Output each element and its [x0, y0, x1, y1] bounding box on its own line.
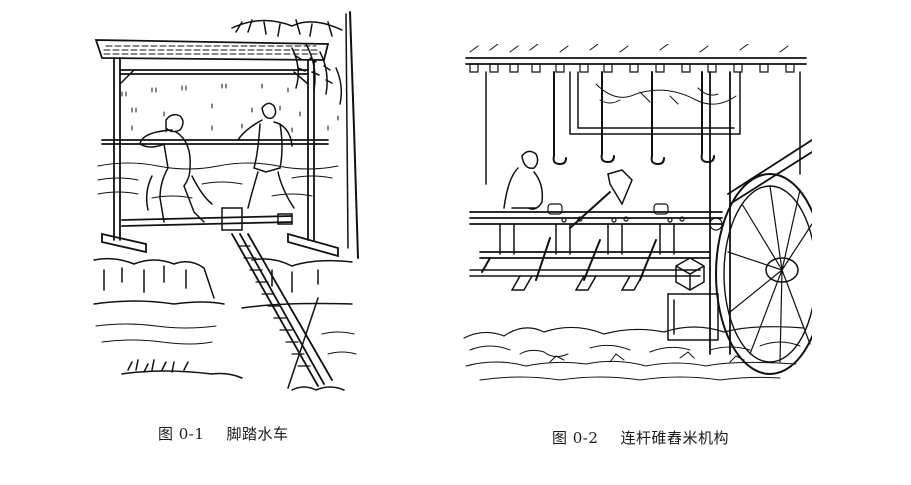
figure-linked-pestle-mechanism [460, 44, 812, 392]
figure-caption-0-2: 图 0-2 连杆碓舂米机构 [552, 427, 729, 448]
figure-treadle-water-wheel [92, 8, 364, 400]
figure-number: 图 0-2 [552, 429, 599, 447]
figure-caption-0-1: 图 0-1 脚踏水车 [158, 423, 288, 444]
linked-pestle-mechanism-illustration [460, 44, 812, 392]
figure-title: 脚踏水车 [226, 425, 289, 443]
treadle-water-wheel-illustration [92, 8, 364, 400]
figure-title: 连杆碓舂米机构 [620, 429, 729, 447]
figure-number: 图 0-1 [158, 425, 205, 443]
